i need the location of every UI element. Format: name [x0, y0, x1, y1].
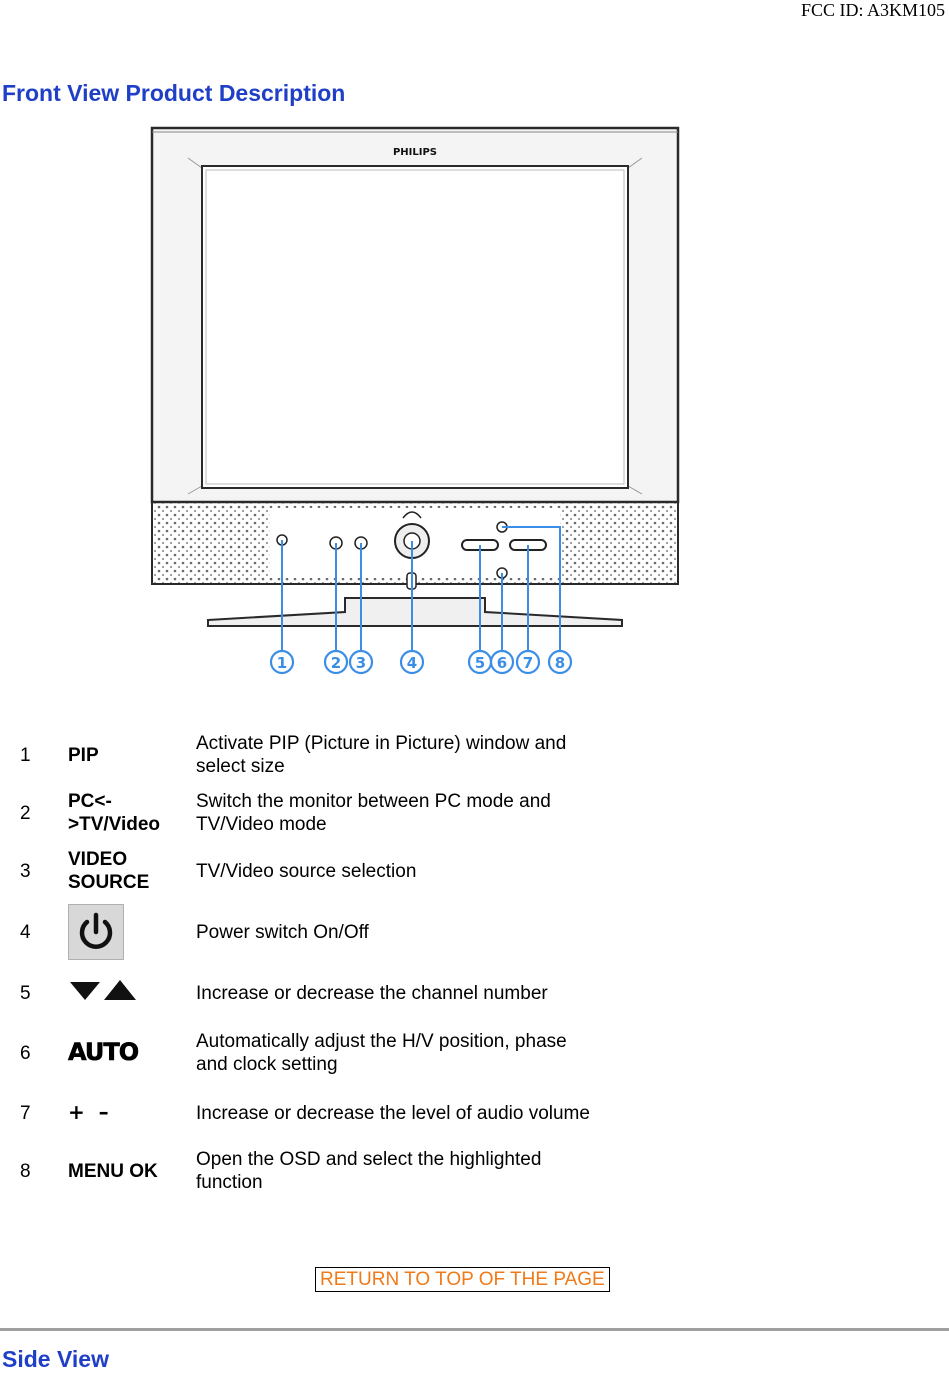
callout-8: 8 [547, 649, 573, 675]
callout-5: 5 [467, 649, 493, 675]
svg-text:8: 8 [555, 654, 565, 672]
control-description: Increase or decrease the level of audio … [196, 1102, 590, 1124]
control-description: Open the OSD and select the highlighted … [196, 1149, 542, 1193]
callout-7: 7 [515, 649, 541, 675]
control-name: VIDEO SOURCE [68, 849, 150, 893]
power-icon [68, 904, 124, 960]
table-row: 3 VIDEO SOURCE TV/Video source selection [14, 842, 604, 900]
side-view-heading: Side View [2, 1346, 109, 1372]
page-title: Front View Product Description [2, 80, 346, 106]
row-number: 8 [20, 1160, 31, 1182]
callout-1: 1 [269, 649, 295, 675]
table-row: 2 PC<->TV/Video Switch the monitor betwe… [14, 784, 604, 842]
control-name: PIP [68, 744, 99, 766]
control-description: Switch the monitor between PC mode and T… [196, 791, 551, 835]
control-name: MENU OK [68, 1160, 158, 1182]
svg-text:6: 6 [497, 654, 507, 672]
control-description: Automatically adjust the H/V position, p… [196, 1031, 567, 1075]
table-row: 7 + – Increase or decrease the level of … [14, 1084, 604, 1142]
return-to-top-link[interactable]: RETURN TO TOP OF THE PAGE [315, 1267, 610, 1292]
control-name: PC<->TV/Video [68, 791, 161, 835]
control-description: Increase or decrease the channel number [196, 982, 548, 1004]
control-description: Activate PIP (Picture in Picture) window… [196, 733, 567, 777]
row-number: 2 [20, 802, 31, 824]
row-number: 5 [20, 982, 31, 1004]
table-row: 1 PIP Activate PIP (Picture in Picture) … [14, 726, 604, 784]
down-up-arrows-icon [68, 978, 138, 1008]
section-divider [0, 1328, 949, 1331]
fcc-id: FCC ID: A3KM105 [800, 0, 945, 20]
callout-4: 4 [399, 649, 425, 675]
callout-2: 2 [323, 649, 349, 675]
row-number: 6 [20, 1042, 31, 1064]
row-number: 3 [20, 860, 31, 882]
control-description-table: 1 PIP Activate PIP (Picture in Picture) … [14, 726, 604, 1200]
svg-text:1: 1 [277, 654, 287, 672]
monitor-stand [207, 597, 623, 627]
row-number: 1 [20, 744, 31, 766]
svg-text:3: 3 [356, 654, 366, 672]
row-number: 7 [20, 1102, 31, 1124]
callout-6: 6 [489, 649, 515, 675]
monitor-screen [201, 165, 629, 489]
monitor-front-view-figure: PHILIPS 1 2 3 4 5 6 7 8 [140, 120, 700, 690]
control-description: Power switch On/Off [196, 921, 369, 943]
row-number: 4 [20, 921, 31, 943]
svg-text:7: 7 [523, 654, 533, 672]
svg-text:4: 4 [407, 654, 417, 672]
callout-layer: 1 2 3 4 5 6 7 8 [269, 649, 573, 675]
control-description: TV/Video source selection [196, 860, 417, 882]
brand-logo: PHILIPS [393, 147, 437, 158]
table-row: 6 AUTO Automatically adjust the H/V posi… [14, 1022, 604, 1084]
monitor-illustration: PHILIPS [150, 126, 680, 650]
table-row: 4 Power switch On/Off [14, 900, 604, 964]
callout-3: 3 [348, 649, 374, 675]
svg-text:2: 2 [331, 654, 341, 672]
table-row: 5 Increase or decrease the channel numbe… [14, 964, 604, 1022]
plus-minus-icon: + – [68, 1100, 109, 1124]
auto-icon: AUTO [68, 1037, 140, 1066]
svg-text:5: 5 [475, 654, 485, 672]
table-row: 8 MENU OK Open the OSD and select the hi… [14, 1142, 604, 1200]
